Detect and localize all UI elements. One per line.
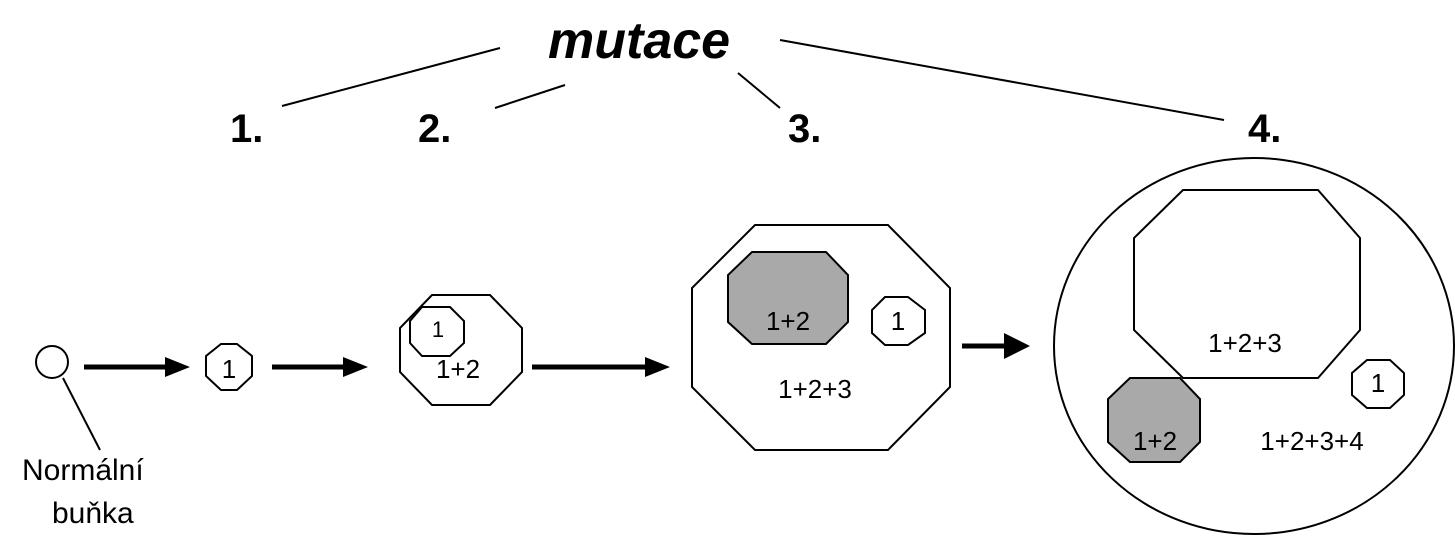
cell-step2-subclone-1 xyxy=(409,306,465,357)
cell-step2-clone-12 xyxy=(399,294,523,406)
cell-step4-subclone-12 xyxy=(1107,377,1201,463)
normal-cell-caption-line2: buňka xyxy=(52,497,134,530)
cell-step2-label: 1+2 xyxy=(436,354,480,384)
step-label-2: 2. xyxy=(418,107,451,151)
cell-step2-subclone-label: 1 xyxy=(432,317,444,342)
step-label-4: 4. xyxy=(1248,107,1281,151)
cell-step3-clone-123 xyxy=(691,224,951,451)
cell-step4-subclone-123 xyxy=(1133,189,1361,379)
connector-line-4 xyxy=(779,39,1225,121)
cell-step4-subclone-1-label: 1 xyxy=(1371,368,1385,398)
connector-line-1 xyxy=(281,47,501,107)
connector-line-3 xyxy=(737,72,781,109)
normal-cell-pointer xyxy=(62,377,101,451)
cell-step3-subclone-1-label: 1 xyxy=(891,306,905,336)
cell-step1-label: 1 xyxy=(222,354,236,384)
mutation-title: mutace xyxy=(548,12,730,70)
progression-arrowhead-2 xyxy=(343,357,368,377)
cell-step1-clone-1 xyxy=(205,343,253,391)
cell-step3-subclone-12-label: 1+2 xyxy=(766,306,810,336)
connector-line-2 xyxy=(494,84,566,109)
cell-step3-subclone-12 xyxy=(727,251,849,345)
cell-step4-label: 1+2+3+4 xyxy=(1260,426,1363,456)
step-label-1: 1. xyxy=(230,107,263,151)
normal-cell-caption-line1: Normální xyxy=(22,454,144,487)
cell-step4-subclone-123-label: 1+2+3 xyxy=(1208,328,1282,358)
cell-step3-label: 1+2+3 xyxy=(778,374,852,404)
cell-step4-clone-1234 xyxy=(1053,157,1455,535)
progression-arrowhead-3 xyxy=(645,357,670,377)
cell-step3-subclone-1 xyxy=(871,296,926,346)
progression-arrowhead-4 xyxy=(1004,333,1030,359)
step-label-3: 3. xyxy=(788,107,821,151)
normal-cell xyxy=(35,345,69,379)
progression-arrowhead-1 xyxy=(165,357,190,377)
cell-step4-subclone-12-label: 1+2 xyxy=(1133,426,1177,456)
cell-step4-subclone-1 xyxy=(1351,359,1405,409)
